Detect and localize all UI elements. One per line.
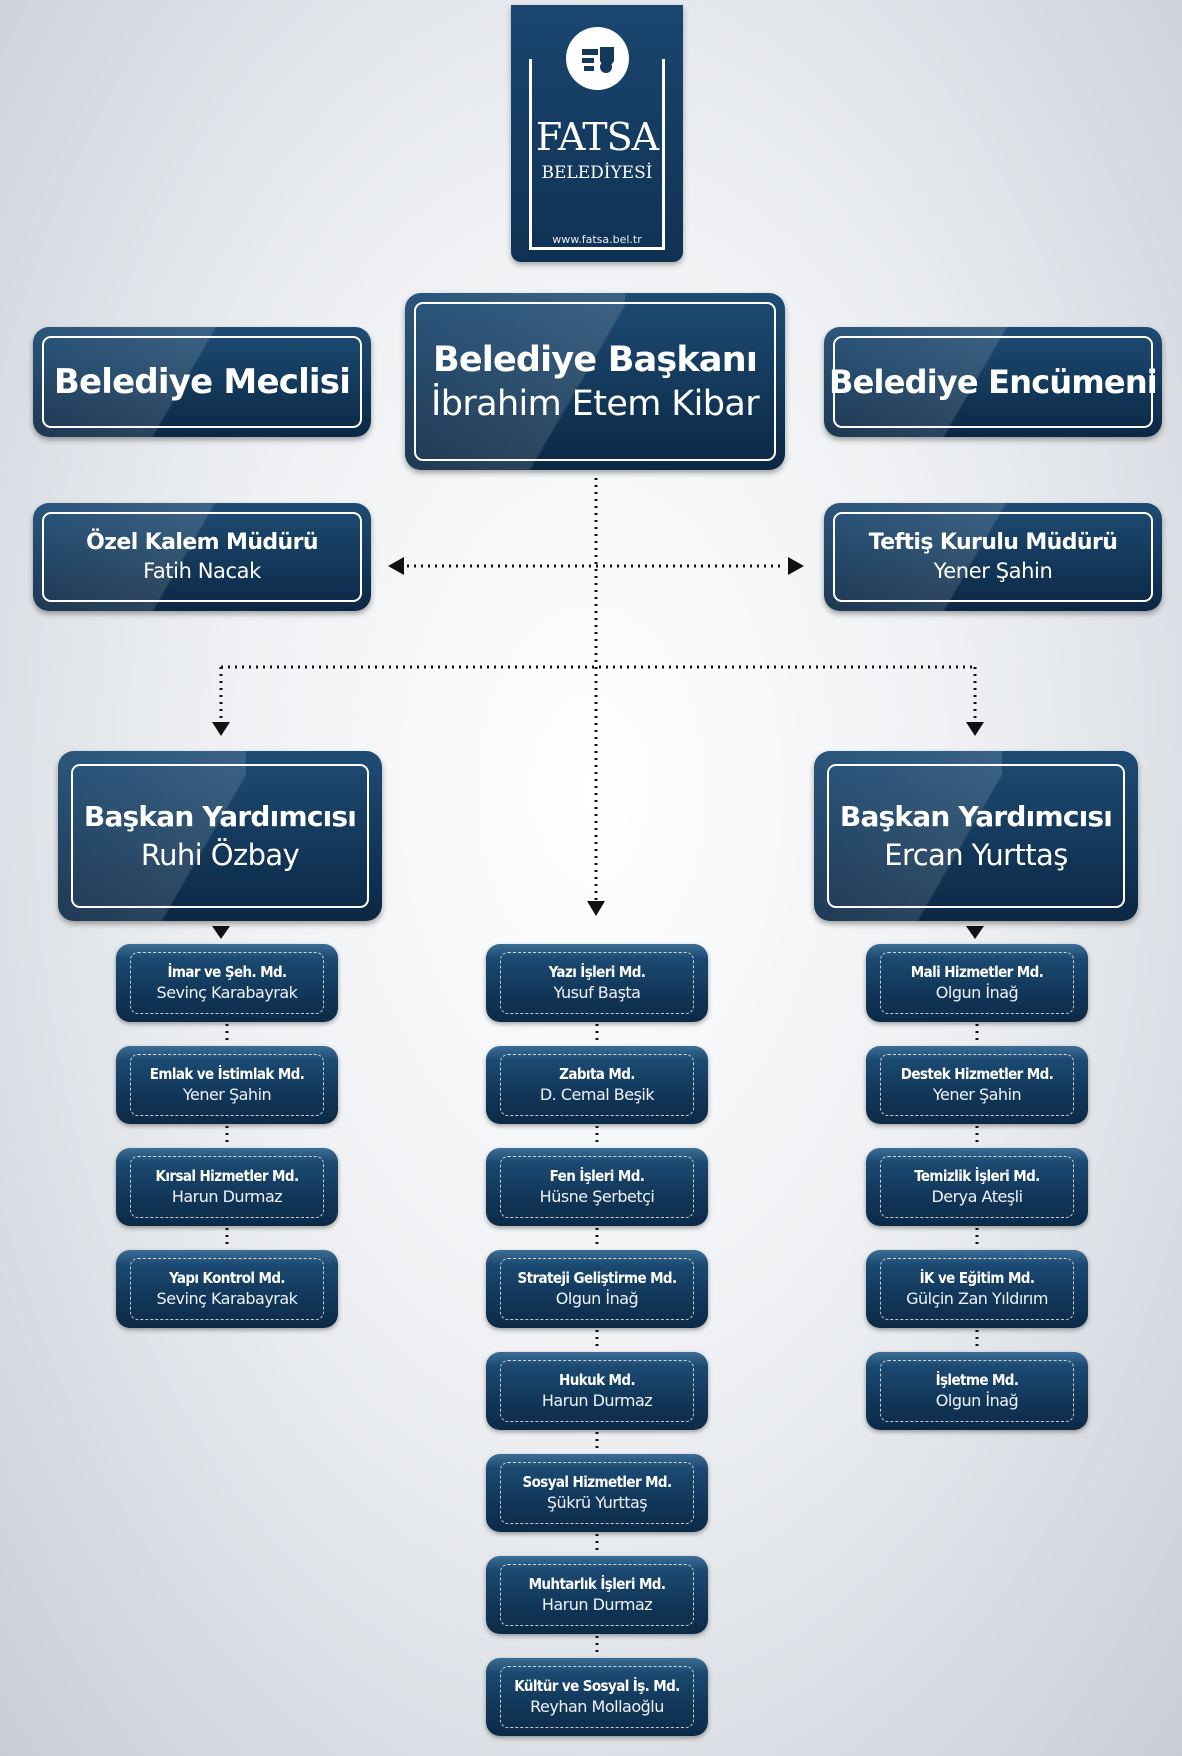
arrow-left-column: [212, 926, 230, 939]
inspection-board-title: Teftiş Kurulu Müdürü: [868, 530, 1118, 555]
arrow-right: [788, 557, 804, 575]
directorate-box: İmar ve Şeh. Md. Sevinç Karabayrak: [116, 944, 338, 1022]
arrow-right-column: [966, 926, 984, 939]
directorate-box: Kültür ve Sosyal İş. Md. Reyhan Mollaoğlu: [486, 1658, 708, 1736]
committee-box: Belediye Encümeni: [824, 327, 1162, 437]
directorate-box: Sosyal Hizmetler Md. Şükrü Yurttaş: [486, 1454, 708, 1532]
logo-name-line2: BELEDİYESİ: [541, 163, 653, 183]
directorate-box: Strateji Geliştirme Md. Olgun İnağ: [486, 1250, 708, 1328]
directorate-title: Kırsal Hizmetler Md.: [155, 1167, 300, 1185]
directorate-box: İşletme Md. Olgun İnağ: [866, 1352, 1088, 1430]
inspection-board-name: Yener Şahin: [933, 559, 1053, 583]
private-office-title: Özel Kalem Müdürü: [86, 530, 318, 555]
directorate-box: Temizlik İşleri Md. Derya Ateşli: [866, 1148, 1088, 1226]
directorate-head: Yener Şahin: [932, 1085, 1022, 1104]
directorate-title: Yazı İşleri Md.: [548, 963, 646, 981]
private-office-name: Fatih Nacak: [143, 559, 261, 583]
mayor-box: Belediye Başkanı İbrahim Etem Kibar: [405, 293, 785, 470]
directorate-title: Temizlik İşleri Md.: [914, 1167, 1040, 1185]
directorate-box: Hukuk Md. Harun Durmaz: [486, 1352, 708, 1430]
right-deputy-name: Ercan Yurttaş: [884, 838, 1068, 872]
logo-name-line1: FATSA: [535, 115, 659, 159]
directorate-title: Sosyal Hizmetler Md.: [522, 1473, 672, 1491]
directorate-box: Destek Hizmetler Md. Yener Şahin: [866, 1046, 1088, 1124]
directorate-title: Kültür ve Sosyal İş. Md.: [514, 1677, 680, 1695]
directorate-box: Zabıta Md. D. Cemal Beşik: [486, 1046, 708, 1124]
arrow-left-deputy: [212, 722, 230, 736]
directorate-box: İK ve Eğitim Md. Gülçin Zan Yıldırım: [866, 1250, 1088, 1328]
directorate-head: Şükrü Yurttaş: [546, 1493, 648, 1512]
directorate-head: Olgun İnağ: [935, 983, 1019, 1002]
directorate-title: Destek Hizmetler Md.: [900, 1065, 1054, 1083]
directorate-head: Olgun İnağ: [555, 1289, 639, 1308]
directorate-title: Muhtarlık İşleri Md.: [528, 1575, 666, 1593]
committee-label: Belediye Encümeni: [829, 363, 1158, 401]
council-box: Belediye Meclisi: [33, 327, 371, 437]
directorate-head: Yener Şahin: [182, 1085, 272, 1104]
logo-website: www.fatsa.bel.tr: [552, 233, 642, 246]
directorate-head: Harun Durmaz: [541, 1391, 653, 1410]
directorate-head: Sevinç Karabayrak: [156, 1289, 298, 1308]
directorate-head: D. Cemal Beşik: [539, 1085, 655, 1104]
directorate-head: Harun Durmaz: [541, 1595, 653, 1614]
right-deputy-title: Başkan Yardımcısı: [839, 800, 1113, 833]
directorate-box: Emlak ve İstimlak Md. Yener Şahin: [116, 1046, 338, 1124]
directorate-title: İK ve Eğitim Md.: [919, 1269, 1035, 1287]
left-deputy-title: Başkan Yardımcısı: [83, 800, 357, 833]
directorate-title: Fen İşleri Md.: [549, 1167, 645, 1185]
directorate-title: İmar ve Şeh. Md.: [167, 963, 287, 981]
council-label: Belediye Meclisi: [53, 362, 351, 402]
arrow-right-deputy: [966, 722, 984, 736]
directorate-head: Gülçin Zan Yıldırım: [906, 1289, 1048, 1308]
directorate-box: Fen İşleri Md. Hüsne Şerbetçi: [486, 1148, 708, 1226]
directorate-head: Derya Ateşli: [931, 1187, 1023, 1206]
directorate-head: Harun Durmaz: [171, 1187, 283, 1206]
arrow-center-column: [587, 901, 605, 916]
left-deputy-name: Ruhi Özbay: [140, 838, 300, 872]
mayor-name: İbrahim Etem Kibar: [430, 383, 760, 424]
directorate-head: Reyhan Mollaoğlu: [530, 1697, 664, 1716]
municipality-logo: FATSA BELEDİYESİ www.fatsa.bel.tr: [511, 5, 683, 262]
mayor-title: Belediye Başkanı: [432, 339, 758, 380]
directorate-head: Hüsne Şerbetçi: [539, 1187, 655, 1206]
directorate-title: Yapı Kontrol Md.: [169, 1269, 285, 1287]
directorate-head: Sevinç Karabayrak: [156, 983, 298, 1002]
directorate-box: Yapı Kontrol Md. Sevinç Karabayrak: [116, 1250, 338, 1328]
arrow-left: [388, 557, 404, 575]
left-deputy-box: Başkan Yardımcısı Ruhi Özbay: [58, 751, 382, 921]
inspection-board-box: Teftiş Kurulu Müdürü Yener Şahin: [824, 503, 1162, 611]
directorate-head: Yusuf Başta: [553, 983, 641, 1002]
directorate-box: Muhtarlık İşleri Md. Harun Durmaz: [486, 1556, 708, 1634]
directorate-title: Zabıta Md.: [559, 1065, 635, 1083]
directorate-box: Yazı İşleri Md. Yusuf Başta: [486, 944, 708, 1022]
directorate-head: Olgun İnağ: [935, 1391, 1019, 1410]
directorate-title: İşletme Md.: [935, 1371, 1019, 1389]
right-deputy-box: Başkan Yardımcısı Ercan Yurttaş: [814, 751, 1138, 921]
directorate-box: Kırsal Hizmetler Md. Harun Durmaz: [116, 1148, 338, 1226]
directorate-box: Mali Hizmetler Md. Olgun İnağ: [866, 944, 1088, 1022]
directorate-title: Emlak ve İstimlak Md.: [149, 1065, 305, 1083]
directorate-title: Mali Hizmetler Md.: [910, 963, 1044, 981]
directorate-title: Strateji Geliştirme Md.: [517, 1269, 677, 1287]
directorate-title: Hukuk Md.: [559, 1371, 636, 1389]
private-office-box: Özel Kalem Müdürü Fatih Nacak: [33, 503, 371, 611]
emblem-icon: [566, 27, 629, 90]
